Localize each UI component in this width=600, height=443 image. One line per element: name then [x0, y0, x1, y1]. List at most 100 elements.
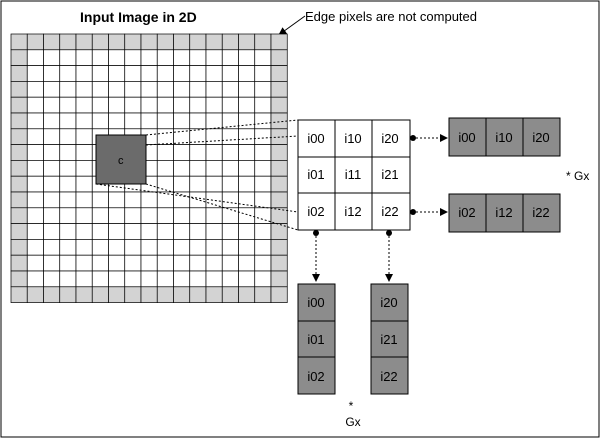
pixel: [156, 160, 174, 177]
edge-pixel: [108, 286, 126, 303]
pixel: [205, 160, 223, 177]
pixel: [140, 254, 158, 272]
kernel-cell: i10: [344, 131, 361, 146]
edge-pixel: [59, 286, 77, 303]
edge-pixel: [124, 286, 142, 303]
row-top-cell: i00: [458, 130, 475, 145]
pixel: [140, 96, 158, 114]
pixel: [238, 239, 256, 256]
pixel: [221, 207, 239, 224]
pixel: [59, 270, 77, 288]
pixel: [205, 128, 223, 145]
pixel: [91, 270, 109, 288]
operator-right: * Gx: [566, 169, 589, 183]
pixel: [254, 81, 272, 98]
pixel: [108, 65, 126, 82]
edge-pixel: [91, 33, 109, 51]
pixel: [75, 175, 93, 193]
pixel: [75, 128, 93, 145]
edge-pixel: [10, 65, 28, 82]
pixel: [221, 65, 239, 82]
pixel: [43, 65, 61, 82]
column-right-cell: i22: [380, 369, 397, 384]
pixel: [221, 160, 239, 177]
pixel: [156, 254, 174, 272]
pixel: [124, 191, 142, 209]
pixel: [189, 49, 207, 66]
pixel: [59, 207, 77, 224]
pixel: [43, 96, 61, 114]
pixel: [26, 96, 44, 114]
pixel: [173, 96, 191, 114]
pixel: [173, 175, 191, 193]
pixel: [254, 191, 272, 209]
edge-pixel: [270, 33, 288, 51]
edge-pixel: [270, 65, 288, 82]
pixel: [59, 81, 77, 98]
pixel: [205, 223, 223, 240]
pixel: [221, 239, 239, 256]
pixel: [221, 144, 239, 161]
pixel: [59, 49, 77, 66]
column-left-cell: i00: [307, 295, 324, 310]
pixel: [156, 81, 174, 98]
pixel: [124, 81, 142, 98]
pixel: [254, 65, 272, 82]
pixel: [59, 112, 77, 130]
pixel: [59, 144, 77, 161]
pixel: [43, 254, 61, 272]
pixel: [43, 128, 61, 145]
pixel: [26, 223, 44, 240]
pixel: [124, 254, 142, 272]
pixel: [221, 128, 239, 145]
pixel: [75, 254, 93, 272]
pixel: [108, 49, 126, 66]
column-arrows: [312, 230, 393, 282]
operator-bottom-gx: Gx: [345, 415, 360, 429]
pixel: [238, 49, 256, 66]
pixel: [43, 175, 61, 193]
edge-pixel: [10, 254, 28, 272]
pixel: [238, 254, 256, 272]
pixel: [75, 270, 93, 288]
edge-pixel: [26, 33, 44, 51]
edge-pixel: [173, 33, 191, 51]
pixel: [91, 223, 109, 240]
pixel: [91, 65, 109, 82]
pixel: [43, 160, 61, 177]
pixel: [140, 112, 158, 130]
edge-pixel: [108, 33, 126, 51]
pixel: [156, 144, 174, 161]
pixel: [254, 160, 272, 177]
pixel: [205, 144, 223, 161]
pixel: [75, 160, 93, 177]
edge-pixel: [270, 175, 288, 193]
kernel-cell: i22: [381, 204, 398, 219]
pixel: [26, 239, 44, 256]
pixel: [26, 207, 44, 224]
pixel: [156, 49, 174, 66]
row-bottom-cell: i12: [495, 205, 512, 220]
edge-pixel: [189, 286, 207, 303]
pixel: [26, 128, 44, 145]
row-bottom-box: i02 i12 i22: [448, 193, 561, 233]
kernel-matrix: i00 i10 i20 i01 i11 i21 i02 i12 i22: [297, 119, 411, 231]
projection-lines: [95, 119, 299, 231]
pixel: [238, 81, 256, 98]
pixel: [205, 112, 223, 130]
edge-pixel: [10, 49, 28, 66]
edge-pixel: [270, 96, 288, 114]
pixel: [238, 65, 256, 82]
pixel: [124, 223, 142, 240]
pixel: [254, 112, 272, 130]
edge-pixel: [10, 270, 28, 288]
edge-note: Edge pixels are not computed: [305, 9, 477, 24]
pixel: [26, 191, 44, 209]
edge-pixel: [205, 286, 223, 303]
pixel: [59, 254, 77, 272]
pixel: [108, 191, 126, 209]
column-left-cell: i02: [307, 369, 324, 384]
pixel: [156, 207, 174, 224]
pixel: [59, 223, 77, 240]
